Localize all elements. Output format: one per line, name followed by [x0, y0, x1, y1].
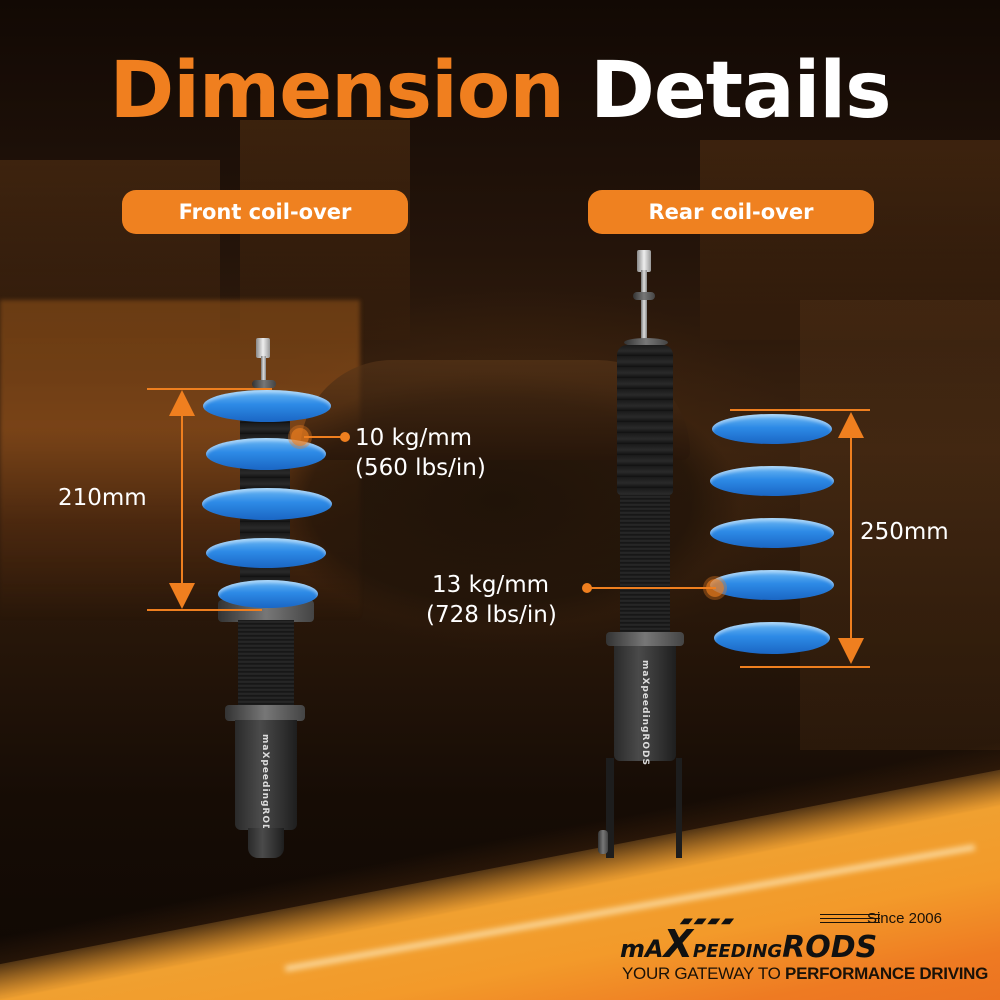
rear-lock-ring: [606, 632, 684, 646]
brand-logo: ▰▰▰▰ Since 2006 mAXPEEDINGRODS YOUR GATE…: [620, 910, 988, 985]
rear-coilover-badge: Rear coil-over: [588, 190, 874, 234]
front-coilover-badge: Front coil-over: [122, 190, 408, 234]
arrow-down-icon: [169, 583, 195, 609]
rear-dust-boot: [617, 345, 673, 495]
rear-spring-coil: [712, 414, 832, 444]
front-body-brand-text: maXpeedingRODS: [260, 734, 270, 840]
front-callout-leader-line: [304, 436, 346, 438]
tagline-bold: PERFORMANCE DRIVING: [785, 964, 989, 983]
front-bottom-eyelet: [248, 828, 284, 858]
rear-top-adjuster-knob: [637, 250, 651, 272]
since-year: Since 2006: [866, 910, 942, 927]
background-road: [800, 300, 1000, 750]
tagline-light: YOUR GATEWAY TO: [622, 964, 786, 983]
logo-wordmark: mAXPEEDINGRODS: [620, 922, 877, 966]
rear-callout-leader-line: [590, 587, 716, 589]
rear-threaded-body: [620, 495, 670, 635]
background-building: [700, 140, 1000, 340]
rear-spring-rate: 13 kg/mm: [432, 572, 550, 598]
page-title: Dimension Details: [0, 46, 1000, 136]
arrow-up-icon: [169, 390, 195, 416]
logo-x: X: [663, 922, 693, 966]
front-lock-ring: [225, 705, 305, 721]
rear-rod-nut: [633, 292, 655, 300]
front-spring-callout-marker: [291, 428, 309, 446]
rear-mount-bracket-left: [606, 758, 614, 858]
rear-bottom-dimension-line: [740, 666, 870, 668]
front-height-label: 210mm: [58, 485, 147, 511]
arrow-down-icon: [838, 638, 864, 664]
rear-spring-coil: [710, 570, 834, 600]
front-height-dimension-line: [181, 410, 183, 590]
rear-piston-rod: [641, 270, 647, 342]
rear-height-dimension-line: [850, 430, 852, 650]
front-spring-rate: 10 kg/mm: [355, 425, 473, 451]
front-callout-dot: [340, 432, 350, 442]
rear-top-dimension-line: [730, 409, 870, 411]
front-spring-coil: [203, 390, 331, 422]
arrow-up-icon: [838, 412, 864, 438]
rear-coilover-label: Rear coil-over: [648, 200, 814, 224]
rear-spring-coil: [710, 518, 834, 548]
front-spring-coil: [206, 538, 326, 568]
brand-tagline: YOUR GATEWAY TO PERFORMANCE DRIVING: [622, 964, 988, 984]
title-part-1: Dimension: [109, 46, 564, 136]
rear-spring-rate-imperial: (728 lbs/in): [426, 602, 557, 628]
front-spring-rate-imperial: (560 lbs/in): [355, 455, 486, 481]
speed-lines-icon: [820, 914, 880, 926]
rear-spring-coil: [714, 622, 830, 654]
rear-bracket-bolt: [598, 830, 608, 854]
front-spring-coil: [218, 580, 318, 608]
front-bottom-dimension-line: [147, 609, 262, 611]
rear-height-label: 250mm: [860, 519, 949, 545]
rear-mount-bracket-right: [676, 758, 682, 858]
front-spring-coil: [202, 488, 332, 520]
front-piston-rod: [261, 356, 266, 384]
title-part-2: Details: [590, 46, 891, 136]
front-top-dimension-line: [147, 388, 272, 390]
rear-spring-callout-marker: [706, 579, 724, 597]
front-threaded-body: [238, 620, 294, 710]
front-top-adjuster-knob: [256, 338, 270, 358]
logo-ma: mA: [620, 935, 664, 963]
front-spring-coil: [206, 438, 326, 470]
logo-peeding: PEEDING: [692, 941, 783, 962]
rear-spring-coil: [710, 466, 834, 496]
rear-body-brand-text: maXpeedingRODS: [640, 660, 650, 766]
checkered-flag-icon: ▰▰▰▰: [680, 912, 736, 928]
front-coilover-label: Front coil-over: [178, 200, 352, 224]
rear-lower-body: [614, 646, 676, 761]
front-top-nut: [252, 380, 276, 388]
rear-top-washer: [624, 338, 668, 347]
rear-callout-dot: [582, 583, 592, 593]
logo-rods: RODS: [782, 930, 878, 965]
front-lower-body: [235, 720, 297, 830]
